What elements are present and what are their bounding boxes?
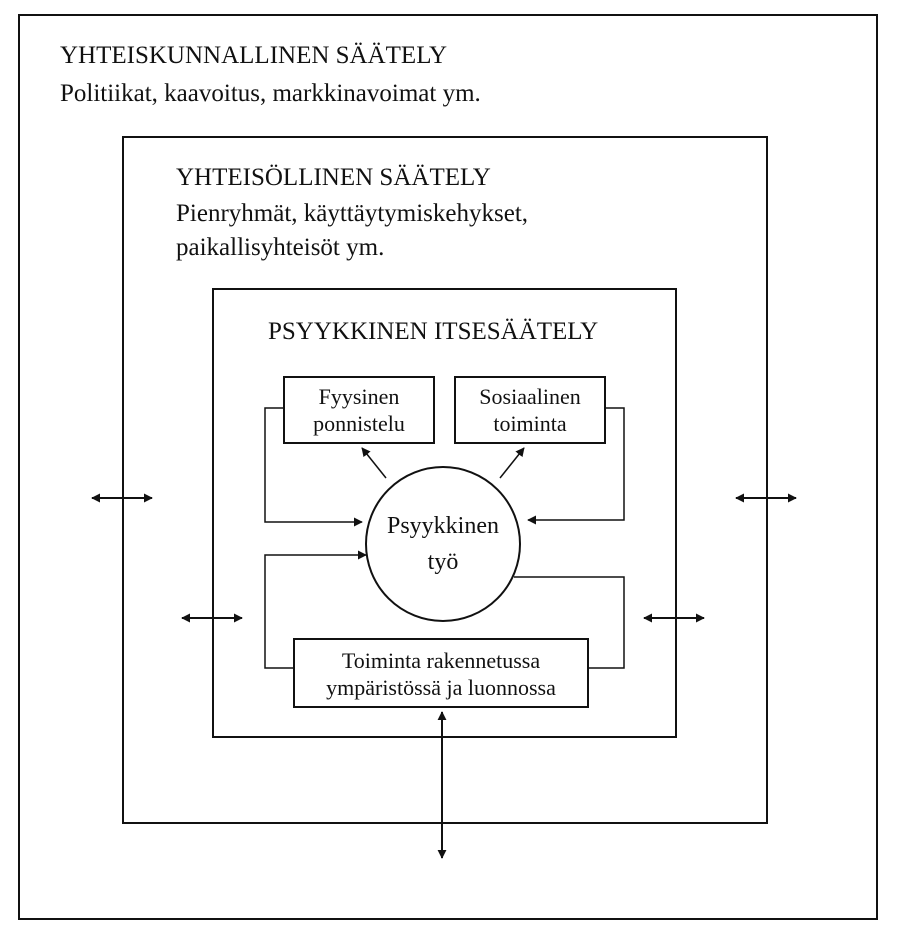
social-activity-line2: toiminta xyxy=(493,411,567,436)
social-activity-line1: Sosiaalinen xyxy=(479,384,581,409)
physical-exertion-line1: Fyysinen xyxy=(318,384,400,409)
physical-exertion-line2: ponnistelu xyxy=(313,411,405,436)
communal-regulation-title: YHTEISÖLLINEN SÄÄTELY xyxy=(176,164,491,191)
societal-regulation-examples: Politiikat, kaavoitus, markkinavoimat ym… xyxy=(60,80,481,107)
psychological-work-circle: Psyykkinen työ xyxy=(365,466,521,622)
built-and-natural-environment-box: Toiminta rakennetussa ympäristössä ja lu… xyxy=(293,638,589,708)
psychological-work-line2: työ xyxy=(427,549,459,575)
feedback-line-environment-right xyxy=(514,576,625,669)
psyche-to-physical-arrow xyxy=(361,447,387,479)
environment-line1: Toiminta rakennetussa xyxy=(341,648,541,673)
feedback-line-environment-left xyxy=(264,550,367,669)
societal-regulation-box xyxy=(18,14,878,920)
psychological-self-regulation-title: PSYYKKINEN ITSESÄÄTELY xyxy=(268,318,599,345)
societal-regulation-title: YHTEISKUNNALLINEN SÄÄTELY xyxy=(60,42,448,69)
communal-regulation-examples-line1: Pienryhmät, käyttäytymiskehykset, xyxy=(176,200,529,227)
psychological-work-line1: Psyykkinen xyxy=(386,513,499,539)
psyche-to-social-arrow xyxy=(499,447,525,479)
physical-exertion-box: Fyysinen ponnistelu xyxy=(283,376,435,444)
communal-regulation-examples-line2: paikallisyhteisöt ym. xyxy=(176,234,385,261)
feedback-line-social xyxy=(527,407,625,525)
environment-line2: ympäristössä ja luonnossa xyxy=(326,675,556,700)
feedback-line-physical xyxy=(264,407,363,527)
social-activity-box: Sosiaalinen toiminta xyxy=(454,376,606,444)
